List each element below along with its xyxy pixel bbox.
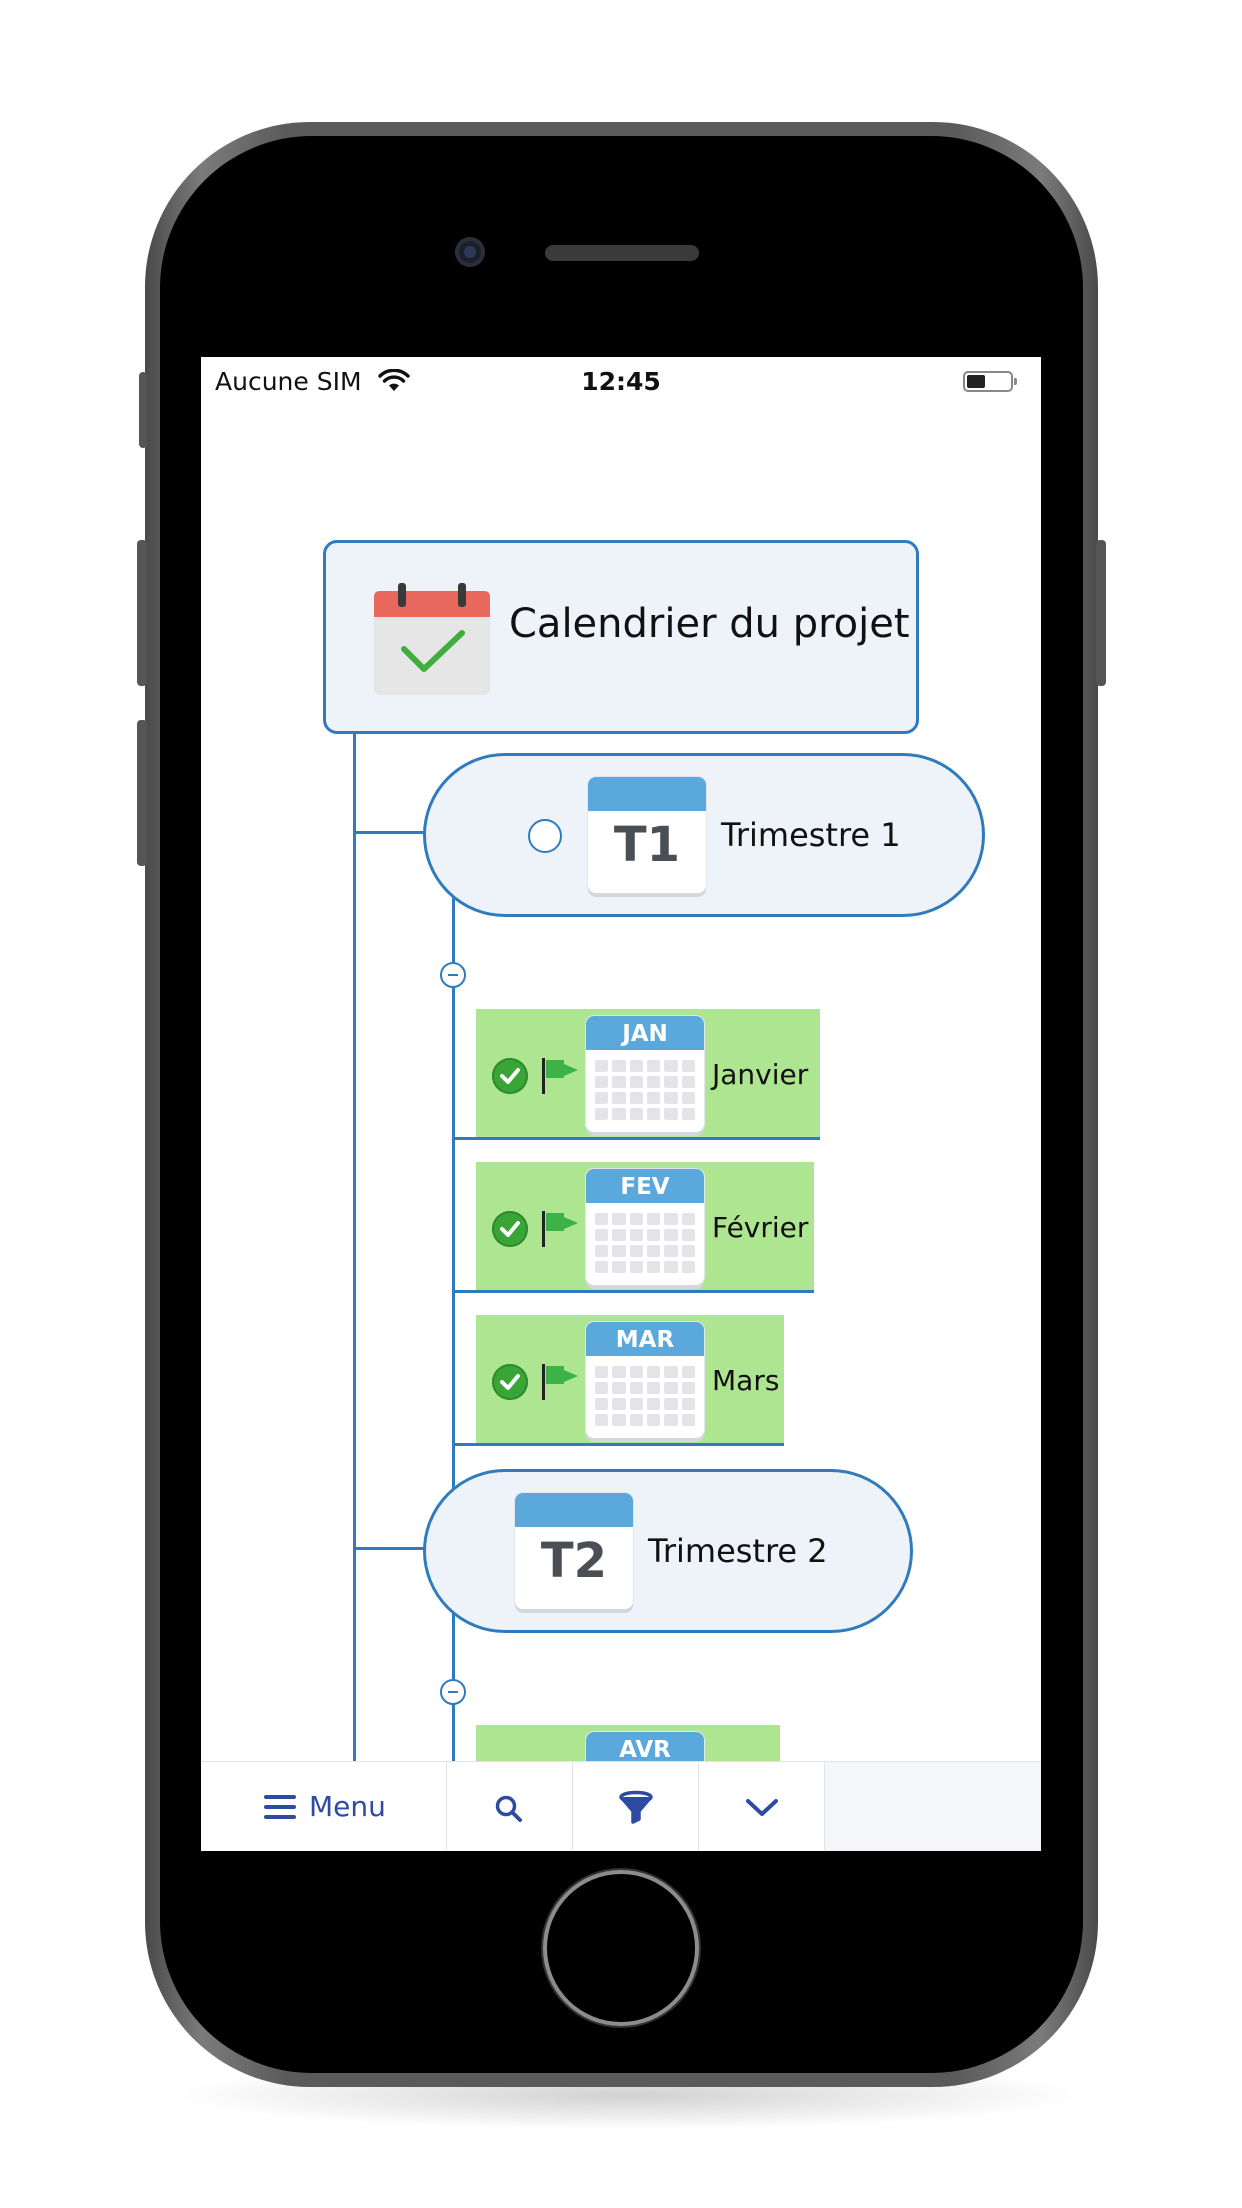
battery-icon (963, 371, 1017, 392)
volume-up-button (137, 540, 147, 686)
month-node-feb[interactable]: FEV Février (476, 1162, 814, 1292)
month-label: Mars (712, 1364, 780, 1397)
collapse-icon[interactable] (440, 1679, 466, 1705)
filter-button[interactable] (573, 1762, 699, 1851)
month-node-jan[interactable]: JAN Janvier (476, 1009, 820, 1139)
flag-icon[interactable] (540, 1362, 580, 1402)
quarter-badge: T1 (613, 817, 681, 873)
search-icon (494, 1794, 524, 1828)
root-title: Calendrier du projet (509, 601, 910, 647)
month-badge: JAN (586, 1016, 704, 1050)
calendar-t2-icon: T2 (515, 1493, 633, 1609)
filter-icon (618, 1790, 654, 1830)
mute-switch (139, 372, 147, 448)
quarter-node-2[interactable]: T2 Trimestre 2 (423, 1469, 913, 1633)
calendar-month-icon: MAR (586, 1322, 704, 1438)
month-connector (452, 1137, 820, 1140)
toolbar-empty-area (825, 1762, 1041, 1851)
month-connector (452, 1443, 784, 1446)
flag-icon[interactable] (540, 1209, 580, 1249)
expand-button[interactable] (699, 1762, 825, 1851)
flag-icon[interactable] (540, 1056, 580, 1096)
check-icon[interactable] (492, 1364, 528, 1400)
calendar-check-icon (374, 583, 490, 695)
calendar-month-icon: JAN (586, 1016, 704, 1132)
collapse-icon[interactable] (440, 962, 466, 988)
month-connector (452, 1290, 814, 1293)
q2-branch (353, 1547, 473, 1550)
month-label: Février (712, 1211, 809, 1244)
front-camera (455, 237, 485, 267)
status-time: 12:45 (581, 367, 661, 396)
menu-button[interactable]: Menu (201, 1762, 447, 1851)
search-button[interactable] (447, 1762, 573, 1851)
root-node[interactable]: Calendrier du projet (323, 540, 919, 734)
q1-branch (353, 831, 473, 834)
earpiece-speaker (545, 245, 699, 261)
wifi-icon (378, 368, 410, 399)
quarter-label: Trimestre 1 (721, 816, 901, 854)
quarter-badge: T2 (540, 1533, 608, 1589)
task-checkbox[interactable] (528, 819, 562, 853)
root-connector (353, 734, 356, 1764)
power-button (1096, 540, 1106, 686)
screen: Aucune SIM 12:45 Calendrier du projet (201, 357, 1041, 1851)
check-icon[interactable] (492, 1058, 528, 1094)
home-button[interactable] (547, 1874, 695, 2022)
quarter-node-1[interactable]: T1 Trimestre 1 (423, 753, 985, 917)
month-badge: MAR (586, 1322, 704, 1356)
carrier-label: Aucune SIM (215, 367, 362, 396)
quarter-label: Trimestre 2 (648, 1532, 828, 1570)
chevron-down-icon (745, 1798, 779, 1822)
month-label: Janvier (712, 1058, 809, 1091)
bottom-toolbar: Menu (201, 1761, 1041, 1851)
month-badge: FEV (586, 1169, 704, 1203)
calendar-month-icon: FEV (586, 1169, 704, 1285)
menu-label: Menu (309, 1790, 386, 1823)
month-badge: AVR (586, 1732, 704, 1766)
check-icon[interactable] (492, 1211, 528, 1247)
status-bar: Aucune SIM 12:45 (201, 357, 1041, 405)
q1-connector (452, 897, 455, 1807)
calendar-t1-icon: T1 (588, 777, 706, 893)
volume-down-button (137, 720, 147, 866)
month-node-mar[interactable]: MAR Mars (476, 1315, 784, 1445)
hamburger-icon (264, 1794, 296, 1824)
